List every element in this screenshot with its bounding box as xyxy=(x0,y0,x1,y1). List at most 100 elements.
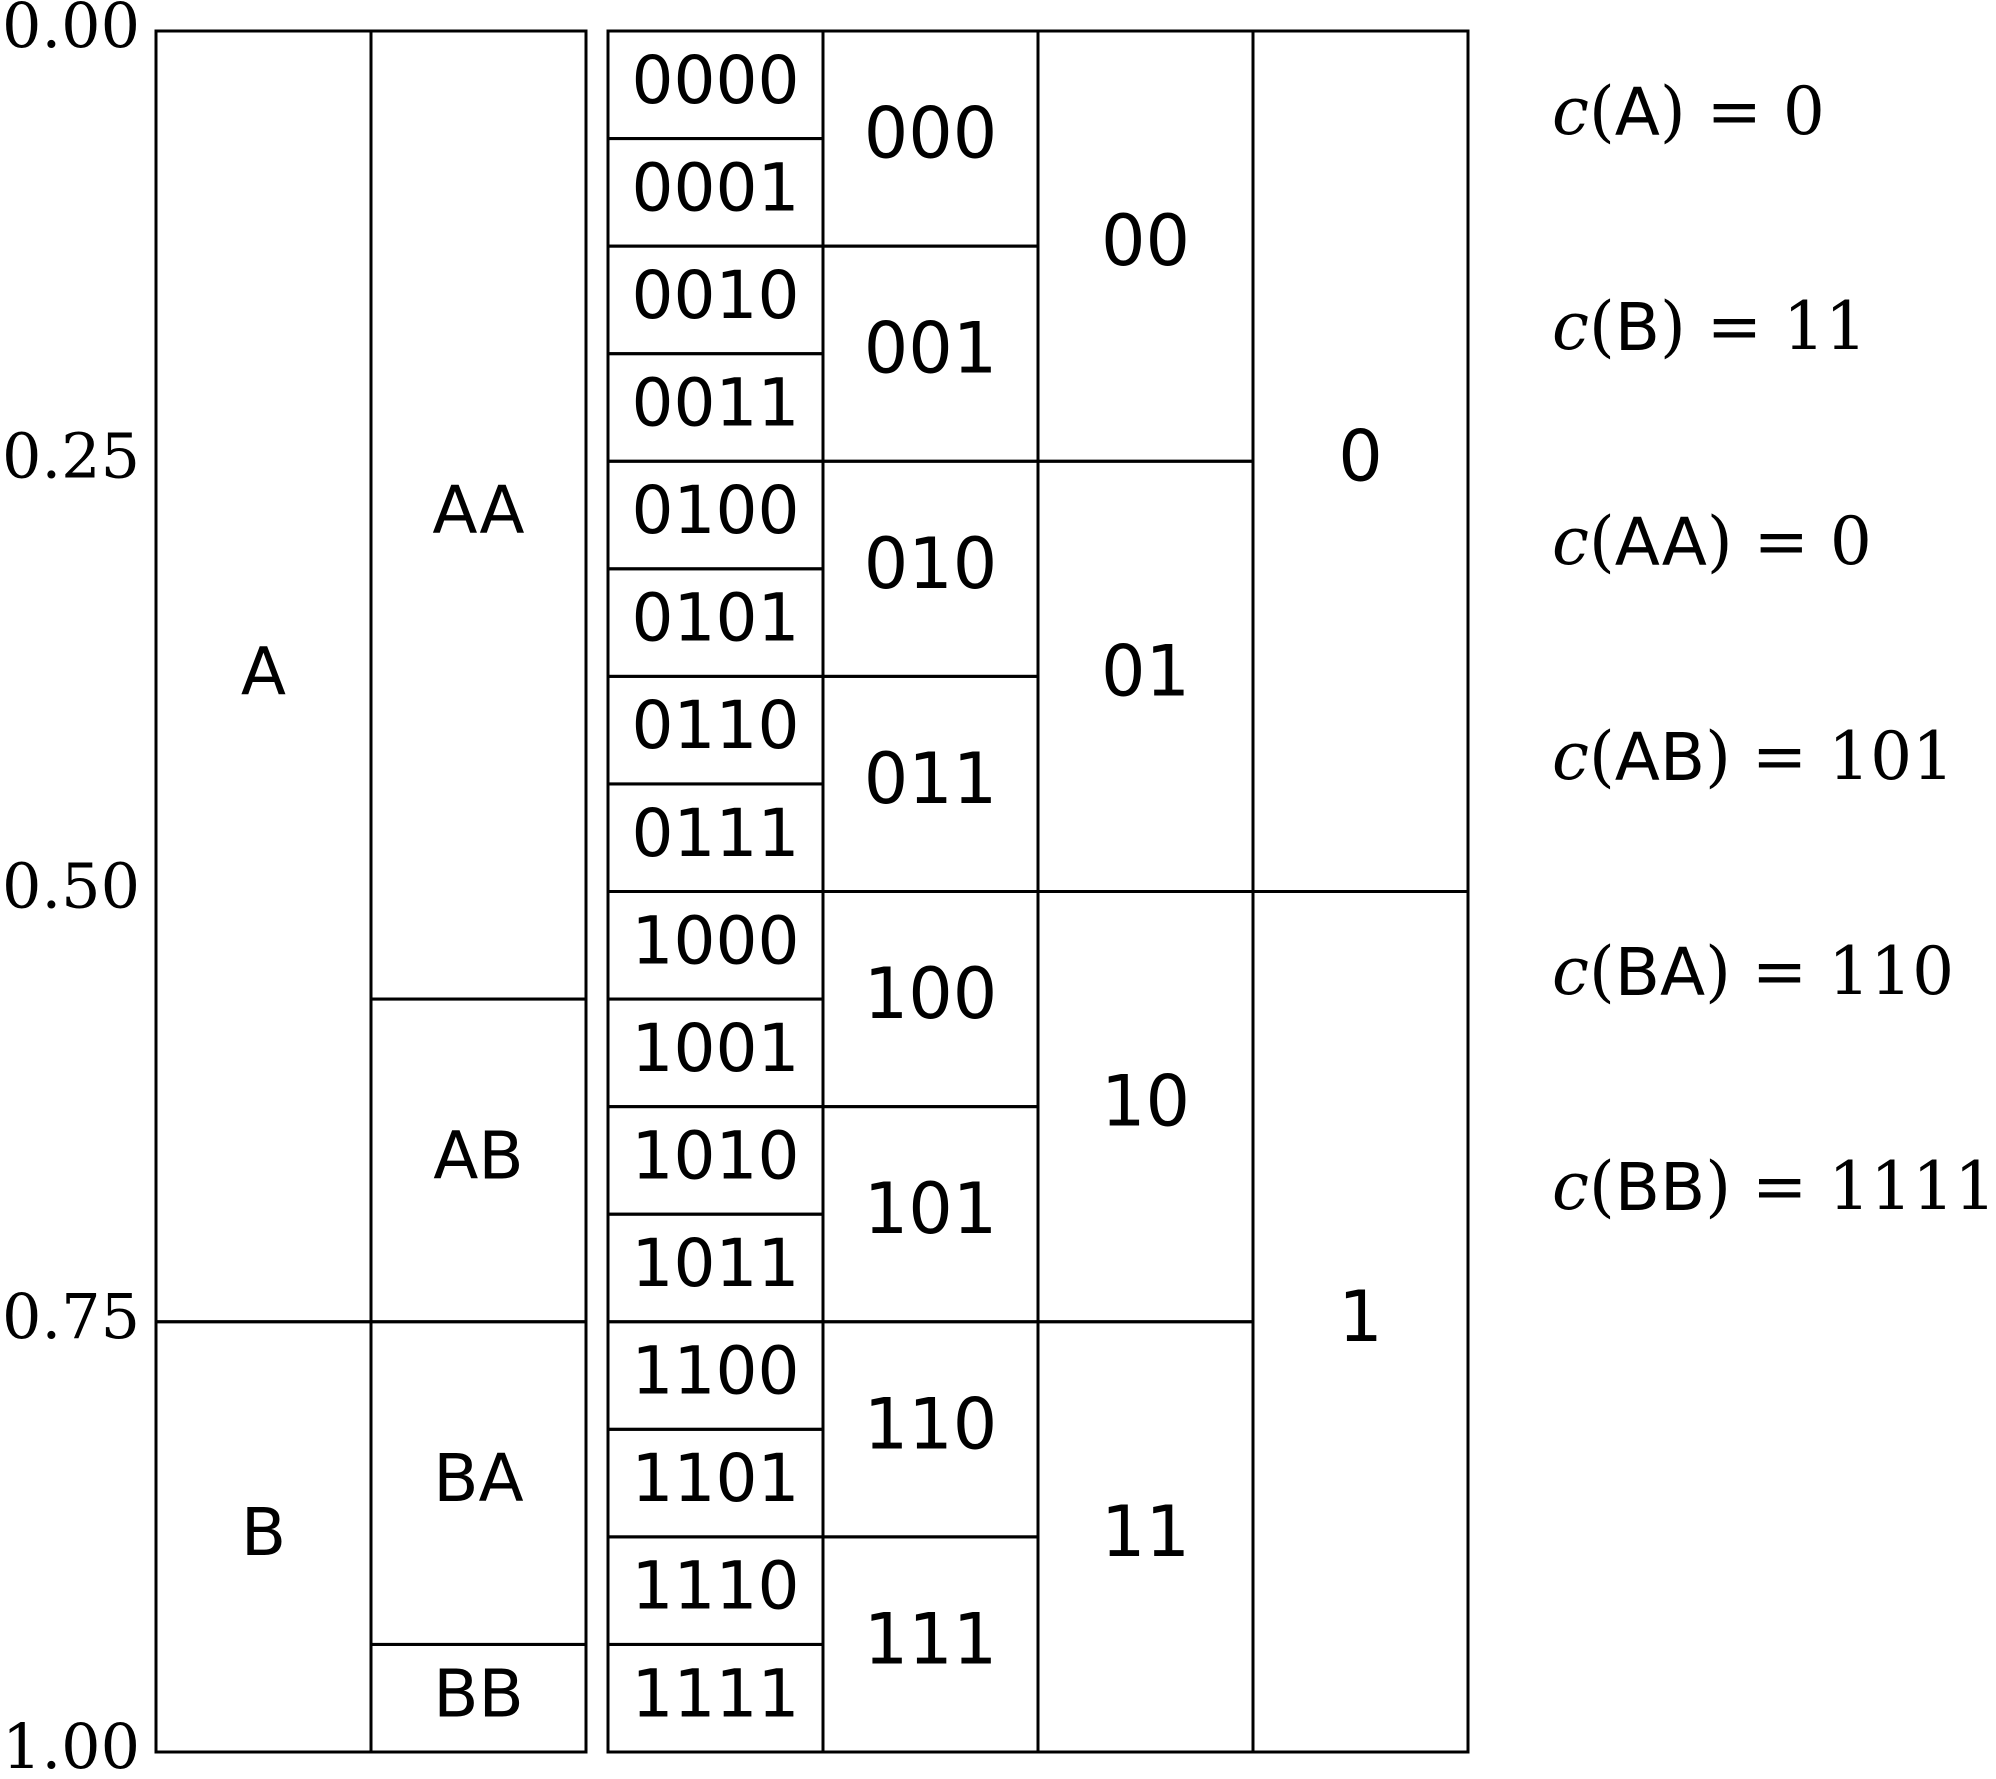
function-symbol: c xyxy=(1552,73,1589,150)
code-label: 100 xyxy=(864,953,998,1035)
code-cell-110: 110 xyxy=(821,1320,1040,1539)
code-cell-0: 0 xyxy=(1251,29,1470,893)
code-cell-0000: 0000 xyxy=(606,29,825,141)
code-cell-1000: 1000 xyxy=(606,890,825,1001)
equals-sign: ) = xyxy=(1660,73,1783,150)
code-cell-0011: 0011 xyxy=(606,352,825,463)
open-paren: ( xyxy=(1589,718,1615,795)
axis-tick-label: 0.50 xyxy=(2,850,140,923)
code-label: 1 xyxy=(1338,1276,1383,1358)
code-label: 0010 xyxy=(632,257,800,334)
equals-sign: ) = xyxy=(1707,503,1830,580)
equation-code: 101 xyxy=(1828,718,1954,795)
code-label: 101 xyxy=(864,1168,998,1250)
interval-box xyxy=(369,1642,588,1754)
code-cell-000: 000 xyxy=(821,29,1040,248)
equation-code: 11 xyxy=(1783,288,1867,365)
code-label: 011 xyxy=(864,738,998,820)
code-label: 0011 xyxy=(632,365,800,442)
code-cell-101: 101 xyxy=(821,1105,1040,1324)
code-cell-0010: 0010 xyxy=(606,244,825,356)
equation-symbol: B xyxy=(1615,289,1660,366)
probability-axis: 0.00 0.25 0.50 0.75 1.00 xyxy=(2,0,140,1779)
equals-sign: ) = xyxy=(1705,718,1828,795)
code-cell-1010: 1010 xyxy=(606,1105,825,1216)
codeword-equation: c(A) = 0 xyxy=(1552,73,1825,151)
function-symbol: c xyxy=(1552,1148,1589,1225)
equation-symbol: BB xyxy=(1615,1149,1706,1226)
code-cell-10: 10 xyxy=(1036,890,1255,1324)
equation-symbol: BA xyxy=(1615,934,1705,1011)
code-cell-1011: 1011 xyxy=(606,1212,825,1324)
open-paren: ( xyxy=(1589,503,1615,580)
code-label: 0100 xyxy=(632,472,800,549)
code-label: 0111 xyxy=(632,795,800,872)
axis-tick-label: 1.00 xyxy=(2,1710,140,1779)
equals-sign: ) = xyxy=(1660,288,1783,365)
equation-symbol: AB xyxy=(1615,719,1705,796)
code-cell-0001: 0001 xyxy=(606,137,825,248)
interval-label: AB xyxy=(433,1117,523,1194)
code-cell-00: 00 xyxy=(1036,29,1255,463)
axis-tick-label: 0.00 xyxy=(2,0,140,62)
equation-code: 0 xyxy=(1830,503,1872,580)
equation-code: 0 xyxy=(1783,73,1825,150)
interval-AA: AA xyxy=(369,29,588,1001)
interval-label: AA xyxy=(432,472,524,549)
function-symbol: c xyxy=(1552,503,1589,580)
interval-BB: BB xyxy=(369,1642,588,1754)
equation-code: 110 xyxy=(1828,933,1954,1010)
code-label: 0101 xyxy=(632,580,800,657)
code-label: 000 xyxy=(864,93,998,175)
code-cell-111: 111 xyxy=(821,1535,1040,1754)
codeword-equation: c(B) = 11 xyxy=(1552,288,1867,366)
interval-label: BB xyxy=(433,1655,524,1732)
code-cell-010: 010 xyxy=(821,459,1040,678)
code-box xyxy=(1251,890,1470,1754)
code-cell-001: 001 xyxy=(821,244,1040,463)
code-cell-0110: 0110 xyxy=(606,674,825,786)
equals-sign: ) = xyxy=(1705,1148,1828,1225)
code-label: 110 xyxy=(864,1383,998,1465)
code-label: 1110 xyxy=(632,1548,800,1625)
code-cell-100: 100 xyxy=(821,890,1040,1109)
interval-label: A xyxy=(241,633,286,710)
code-cell-1001: 1001 xyxy=(606,997,825,1109)
codeword-equation: c(AA) = 0 xyxy=(1552,503,1872,581)
code-label: 1010 xyxy=(632,1117,800,1194)
code-label: 1000 xyxy=(632,902,800,979)
code-label: 0 xyxy=(1338,415,1383,497)
code-label: 11 xyxy=(1101,1491,1190,1573)
code-label: 1100 xyxy=(632,1333,800,1410)
function-symbol: c xyxy=(1552,718,1589,795)
open-paren: ( xyxy=(1589,288,1615,365)
codeword-equation: c(BB) = 1111 xyxy=(1552,1148,1996,1226)
code-label: 1011 xyxy=(632,1225,800,1302)
code-label: 00 xyxy=(1101,200,1190,282)
code-cell-1100: 1100 xyxy=(606,1320,825,1431)
code-label: 01 xyxy=(1101,630,1190,712)
codeword-equation: c(AB) = 101 xyxy=(1552,718,1954,796)
code-label: 10 xyxy=(1101,1061,1190,1143)
interval-AB: AB xyxy=(369,997,588,1324)
code-label: 1111 xyxy=(632,1655,800,1732)
code-cell-01: 01 xyxy=(1036,459,1255,893)
open-paren: ( xyxy=(1589,933,1615,1010)
equation-symbol: A xyxy=(1615,74,1660,151)
code-label: 0000 xyxy=(632,42,800,119)
open-paren: ( xyxy=(1589,73,1615,150)
axis-tick-label: 0.25 xyxy=(2,419,140,492)
code-label: 0001 xyxy=(632,149,800,226)
axis-tick-label: 0.75 xyxy=(2,1280,140,1353)
code-label: 0110 xyxy=(632,687,800,764)
code-label: 001 xyxy=(864,308,998,390)
code-label: 1101 xyxy=(632,1440,800,1517)
interval-B: B xyxy=(154,1320,373,1754)
interval-label: BA xyxy=(433,1440,523,1517)
code-cell-0111: 0111 xyxy=(606,782,825,893)
code-label: 111 xyxy=(864,1598,998,1680)
equals-sign: ) = xyxy=(1705,933,1828,1010)
code-cell-1110: 1110 xyxy=(606,1535,825,1646)
